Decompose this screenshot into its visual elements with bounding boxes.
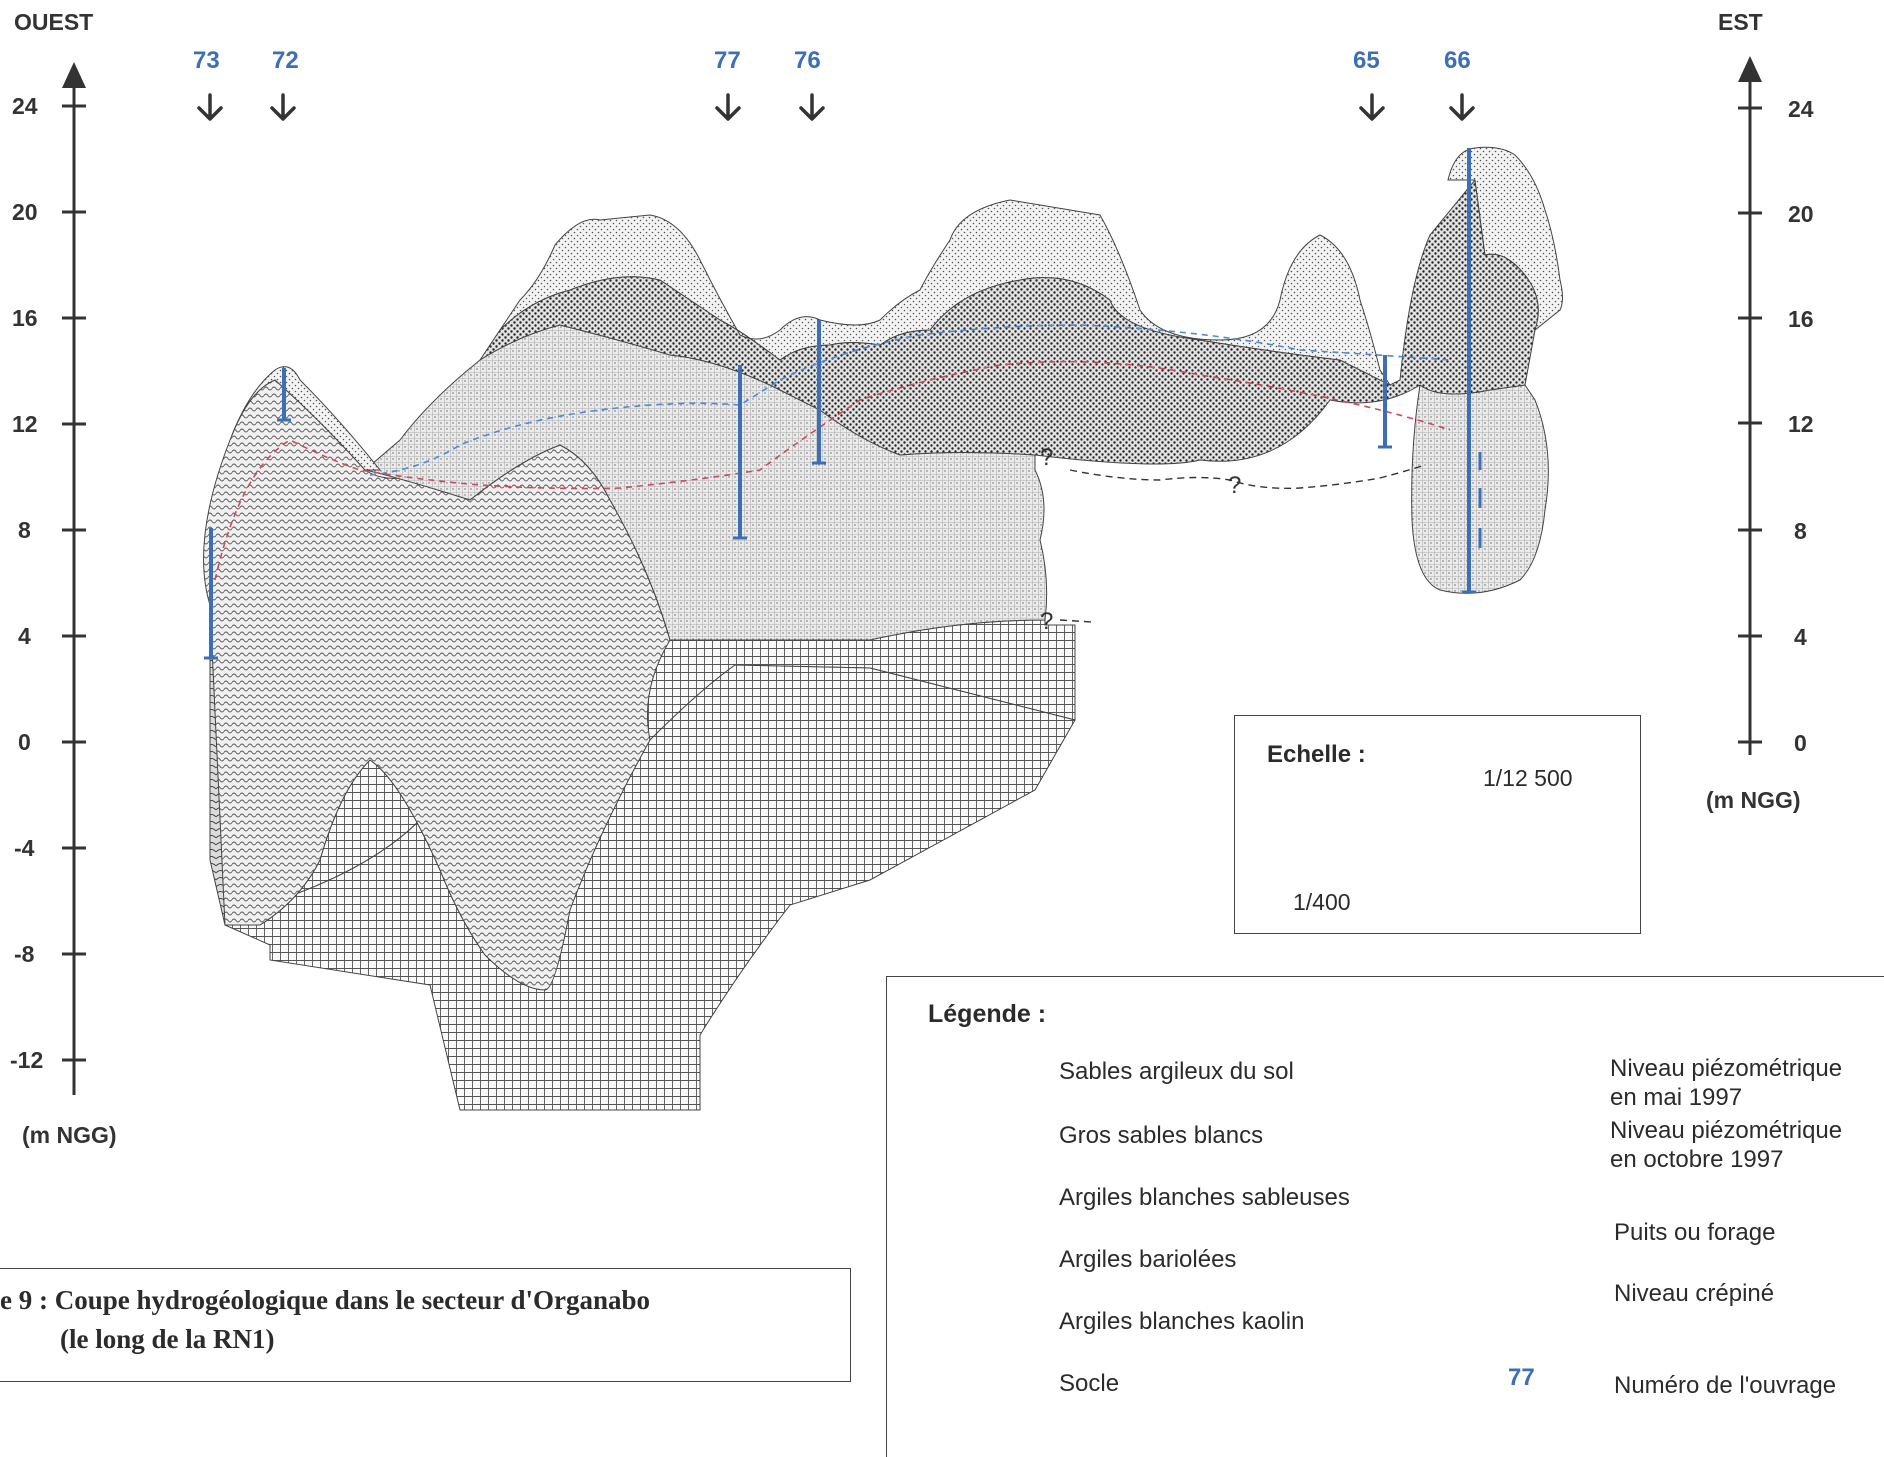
- left-tick-label: -4: [14, 835, 35, 861]
- well-number-73: 73: [193, 47, 220, 74]
- axis-title-ouest: OUEST: [14, 9, 94, 35]
- left-tick-label: 8: [18, 517, 31, 543]
- well-arrow-73: [197, 93, 223, 121]
- caption-box: e 9 : Coupe hydrogéologique dans le sect…: [0, 1268, 851, 1382]
- scale-vertical: 1/400: [1293, 889, 1351, 915]
- left-tick-label: -12: [10, 1047, 44, 1073]
- well-arrow-72: [270, 93, 296, 121]
- layer-argiles-bariolees: [203, 379, 671, 991]
- left-tick-label: 24: [12, 93, 38, 119]
- piezo-may-line: [369, 324, 1451, 476]
- left-tick-label: -8: [14, 941, 35, 967]
- axis-title-est: EST: [1718, 9, 1763, 35]
- well-bore-72: [277, 368, 291, 422]
- legend-label-well: Puits ou forage: [1614, 1219, 1776, 1246]
- legend-label-gros-sables: Gros sables blancs: [1059, 1122, 1264, 1149]
- legend-label-argiles-sableuses: Argiles blanches sableuses: [1059, 1184, 1350, 1211]
- well-bore-73: [204, 528, 218, 660]
- legend-label-screen: Niveau crépiné: [1614, 1280, 1775, 1307]
- well-number-77: 77: [714, 47, 741, 74]
- layer-sables-argileux: [499, 199, 1392, 387]
- well-number-72: 72: [272, 47, 299, 74]
- uncertain-boundary-upper: [1069, 464, 1426, 489]
- legend-box: Légende :: [886, 976, 1884, 1457]
- well-bore-65: [1378, 355, 1392, 449]
- right-axis-unit: (m NGG): [1706, 787, 1801, 813]
- well-arrow-76: [799, 93, 825, 121]
- right-tick-label: 8: [1794, 518, 1807, 544]
- well-bore-66: [1462, 148, 1482, 594]
- right-tick-label: 4: [1794, 624, 1807, 650]
- uncertain-marker: ?: [1228, 472, 1242, 499]
- right-tick-label: 12: [1788, 411, 1814, 437]
- caption-line-2: (le long de la RN1): [60, 1324, 275, 1354]
- left-tick-label: 12: [12, 411, 38, 437]
- left-tick-label: 16: [12, 305, 38, 331]
- scale-box: Echelle : 1/12 500 1/400: [1234, 715, 1641, 934]
- legend-label-socle: Socle: [1059, 1370, 1120, 1397]
- legend-example-number: 77: [1508, 1364, 1535, 1391]
- legend-title: Légende :: [928, 1000, 1047, 1028]
- well-bores: [204, 148, 1482, 660]
- well-arrow-65: [1359, 93, 1385, 121]
- caption-line-1: e 9 : Coupe hydrogéologique dans le sect…: [0, 1285, 651, 1315]
- well-arrow-77: [715, 93, 741, 121]
- uncertain-marker: ?: [1040, 608, 1054, 635]
- right-tick-label: 20: [1788, 201, 1814, 227]
- uncertain-boundary-lower: [1059, 619, 1093, 623]
- left-axis-unit: (m NGG): [22, 1122, 117, 1148]
- right-tick-label: 24: [1788, 96, 1814, 122]
- piezo-oct-line: [214, 360, 1451, 581]
- left-tick-label: 0: [18, 729, 31, 755]
- right-axis: [1738, 56, 1762, 755]
- well-bore-77: [733, 365, 747, 540]
- well-number-65: 65: [1353, 47, 1380, 74]
- layer-socle-lower: [224, 664, 1076, 1111]
- legend-label-argiles-kaolin: Argiles blanches kaolin: [1059, 1308, 1305, 1335]
- well-arrows: [197, 93, 1475, 121]
- well-arrow-66: [1449, 93, 1475, 121]
- left-tick-label: 20: [12, 199, 38, 225]
- left-axis: [62, 62, 86, 1095]
- scale-horizontal: 1/12 500: [1483, 765, 1573, 791]
- legend-label-number: Numéro de l'ouvrage: [1614, 1372, 1837, 1399]
- well-bore-76: [812, 320, 826, 465]
- scale-title: Echelle :: [1267, 741, 1366, 768]
- well-number-76: 76: [794, 47, 821, 74]
- right-tick-label: 16: [1788, 306, 1814, 332]
- left-tick-label: 4: [18, 623, 31, 649]
- layer-sables-west: [231, 366, 382, 471]
- well-number-66: 66: [1444, 47, 1471, 74]
- layer-sables-argileux-east: [1447, 146, 1563, 332]
- uncertain-marker: ?: [1040, 444, 1054, 471]
- legend-label-sables-argileux: Sables argileux du sol: [1059, 1058, 1294, 1085]
- legend-label-argiles-bariolees: Argiles bariolées: [1059, 1246, 1237, 1273]
- right-tick-label: 0: [1794, 730, 1807, 756]
